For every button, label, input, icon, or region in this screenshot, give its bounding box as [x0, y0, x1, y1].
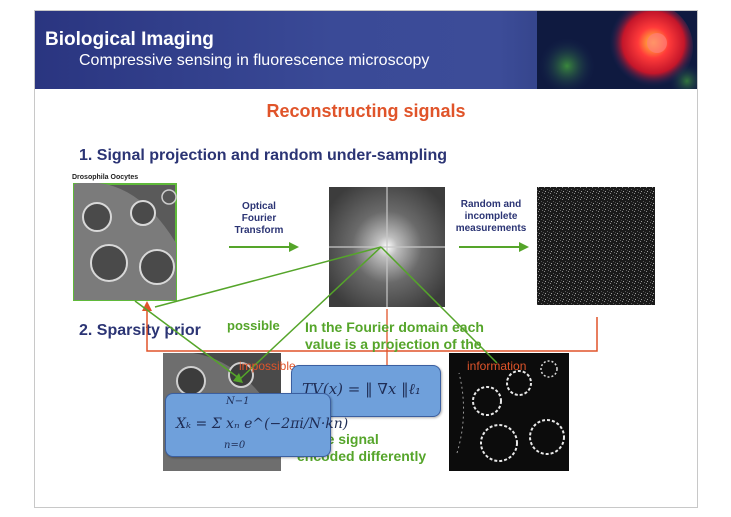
arrow1-label: Optical Fourier Transform — [234, 201, 284, 236]
dft-lower-limit: n=0 — [224, 440, 246, 451]
slide: Biological Imaging Compressive sensing i… — [34, 10, 698, 508]
fluorescent-cell-image — [537, 11, 697, 89]
arrow2-label: Random and incomplete measurements — [455, 199, 527, 234]
random-measurements-image — [537, 187, 655, 305]
step1-title: 1. Signal projection and random under-sa… — [79, 147, 448, 164]
step2-title: 2. Sparsity prior — [79, 322, 201, 339]
header-subtitle: Compressive sensing in fluorescence micr… — [79, 52, 430, 69]
dft-upper-limit: N−1 — [226, 396, 250, 407]
tv-equation-box: TV(x) = ‖ ∇x ‖ℓ₁ — [291, 365, 441, 417]
dft-equation: Xₖ = Σ xₙ e^(−2πi/N·kn) — [176, 416, 349, 432]
arrow2 — [459, 242, 529, 252]
specimen-label: Drosophila Oocytes — [72, 174, 139, 181]
sparse-gradient-image — [449, 353, 569, 471]
annotation-information: information — [467, 359, 527, 373]
fourier-spectrum-image — [329, 187, 445, 307]
oocyte-image — [73, 183, 177, 301]
arrow1 — [229, 242, 299, 252]
header-title: Biological Imaging — [45, 29, 214, 50]
annotation-possible: possible — [227, 318, 280, 333]
dft-equation-box: N−1 Xₖ = Σ xₙ e^(−2πi/N·kn) n=0 — [165, 393, 348, 457]
annotation-fourier: In the Fourier domain each value is a pr… — [305, 319, 484, 352]
slide-heading: Reconstructing signals — [266, 101, 466, 121]
annotation-impossible: impossible — [239, 359, 296, 373]
header-banner: Biological Imaging Compressive sensing i… — [35, 11, 697, 89]
tv-equation: TV(x) = ‖ ∇x ‖ℓ₁ — [302, 380, 421, 398]
